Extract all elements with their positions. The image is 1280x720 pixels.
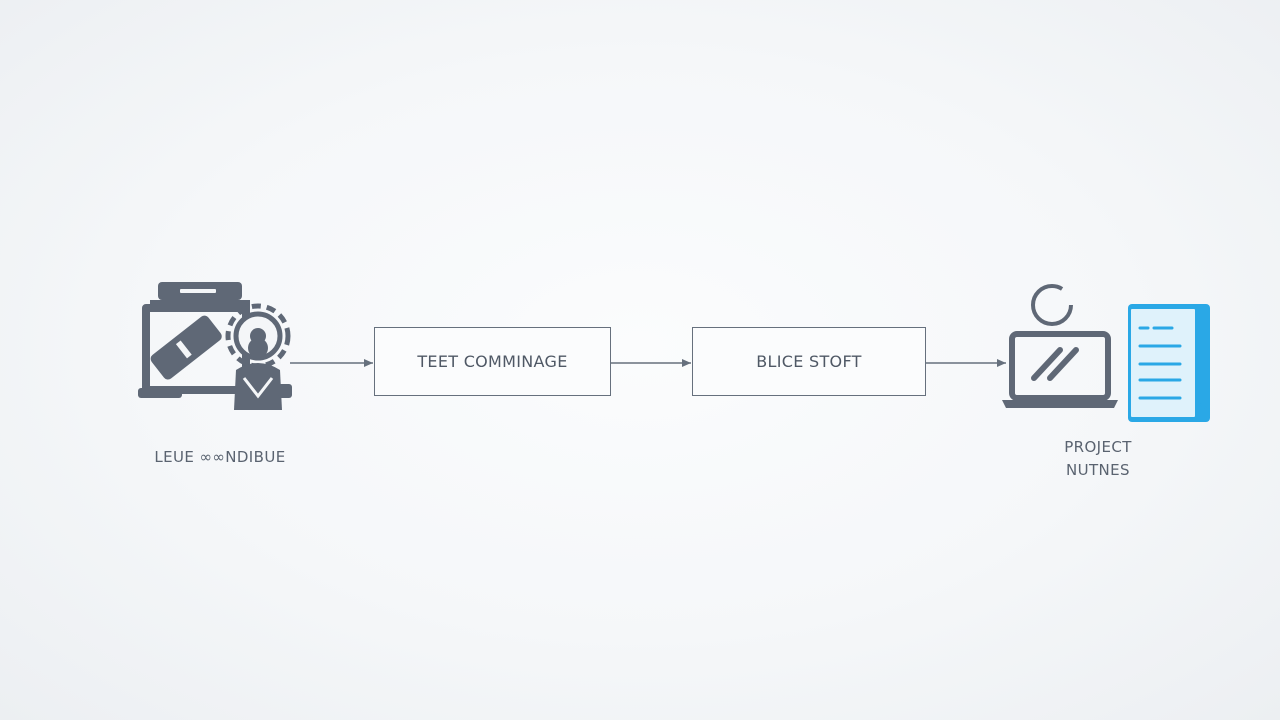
process-box-step-two: BLICE STOFT xyxy=(692,327,926,396)
process-box-step-two-label: BLICE STOFT xyxy=(756,352,862,371)
source-label: LEUE ∞∞NDIBUE xyxy=(154,448,286,466)
destination-label-line2: NUTNES xyxy=(1066,461,1130,479)
laptop-document-icon xyxy=(1002,284,1210,422)
process-box-step-one-label: TEET COMMINAGE xyxy=(417,352,568,371)
process-box-step-one: TEET COMMINAGE xyxy=(374,327,611,396)
destination-label-line1: PROJECT xyxy=(1064,438,1132,456)
destination-label: PROJECT NUTNES xyxy=(1018,436,1178,482)
factory-gear-icon xyxy=(138,282,292,410)
